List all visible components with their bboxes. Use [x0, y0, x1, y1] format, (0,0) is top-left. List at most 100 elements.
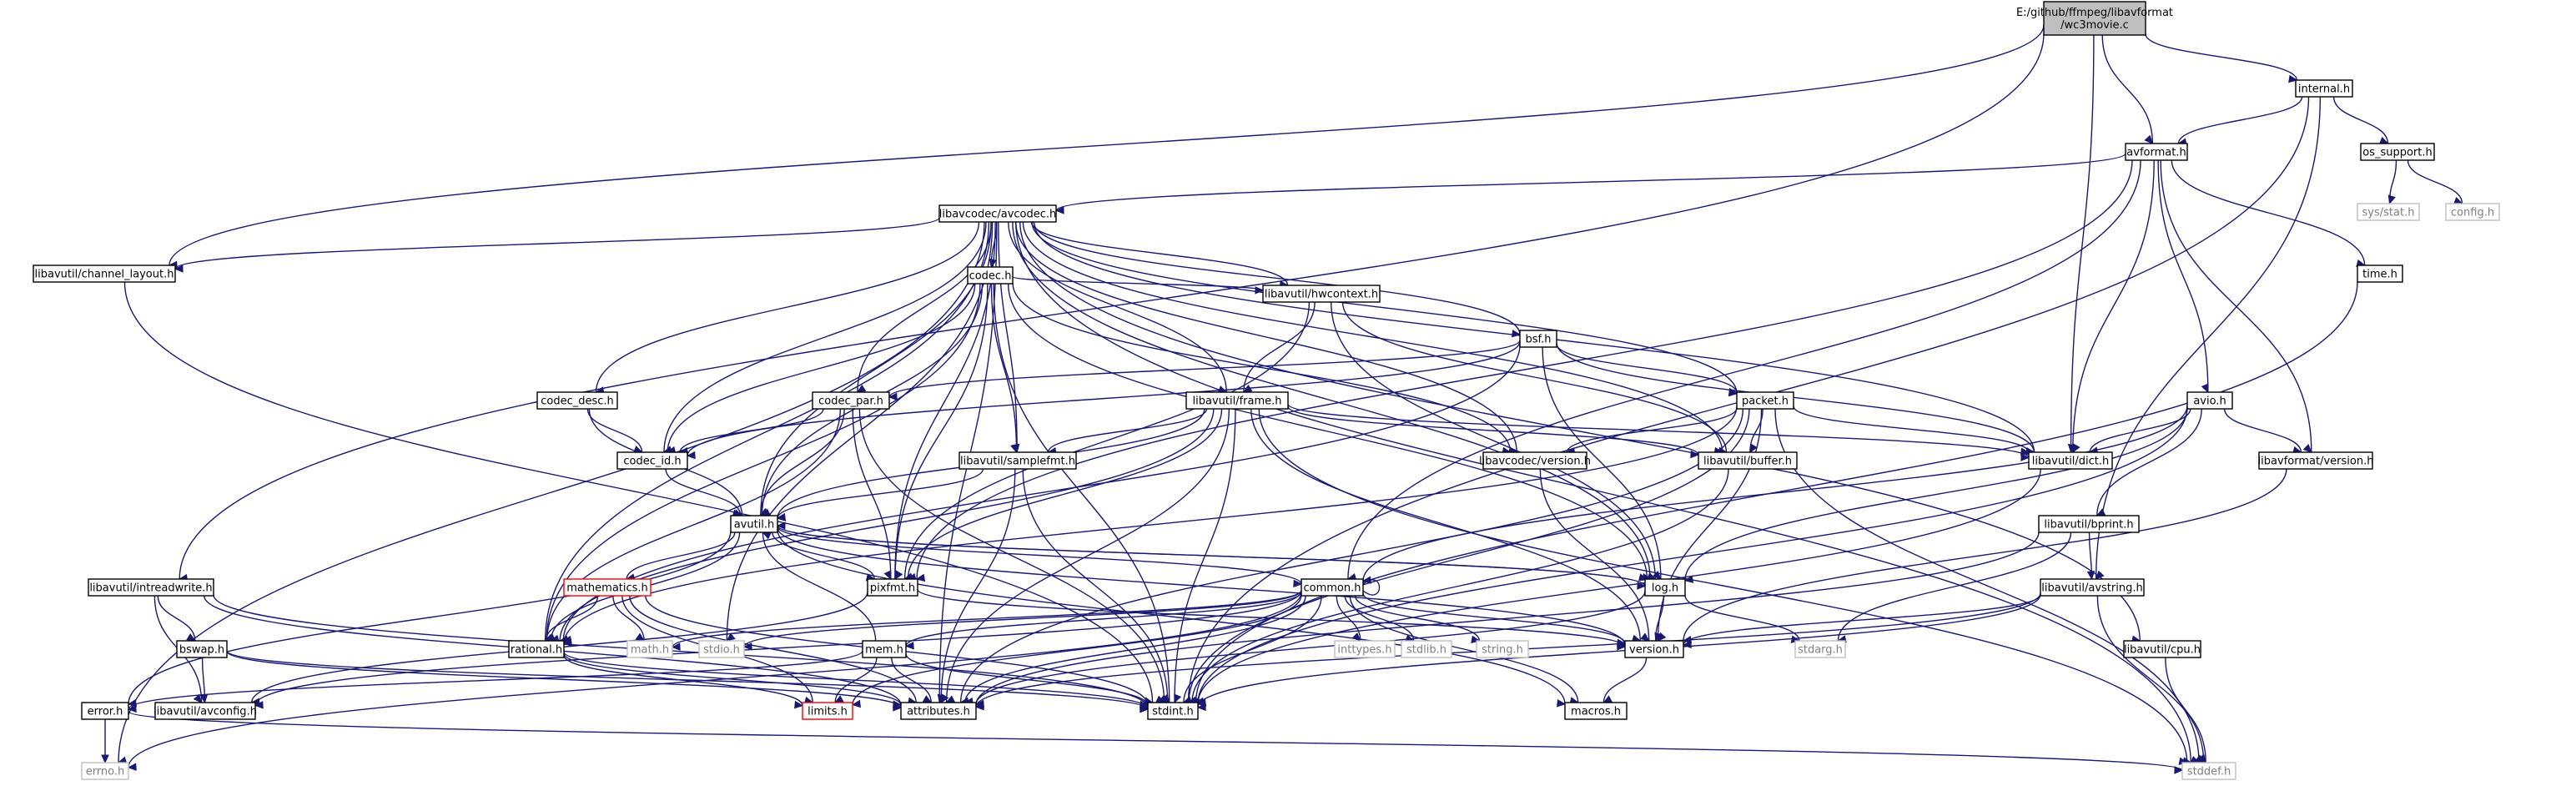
edge-avio-stdint — [1197, 407, 2188, 704]
edge-codec-stdint — [993, 283, 1170, 703]
node-bprint[interactable]: libavutil/bprint.h — [2038, 515, 2140, 533]
node-hwcontext[interactable]: libavutil/hwcontext.h — [1262, 285, 1381, 303]
edge-log-avutil — [777, 525, 1646, 587]
node-mathematics[interactable]: mathematics.h — [563, 578, 652, 597]
arrowhead-log-avutil — [776, 521, 786, 531]
node-intreadwrite[interactable]: libavutil/intreadwrite.h — [88, 578, 214, 597]
edge-avcodec-stddef — [1015, 221, 2191, 763]
edge-frame-dict — [1287, 403, 2030, 459]
edge-log-attributes — [975, 591, 1646, 705]
node-frame[interactable]: libavutil/frame.h — [1185, 391, 1289, 410]
node-avformat[interactable]: avformat.h — [2125, 143, 2188, 161]
edge-codec_id-avutil — [665, 468, 742, 516]
edge-avformat-pixfmt — [916, 159, 2133, 580]
node-box — [563, 578, 652, 597]
edge-common-string — [1354, 595, 1481, 642]
node-label: mathematics.h — [566, 582, 648, 595]
node-lavc-version[interactable]: libavcodec/version.h — [1479, 451, 1591, 470]
edge-bsf-dict — [1556, 343, 2035, 453]
node-attributes[interactable]: attributes.h — [900, 702, 977, 720]
node-box — [1262, 285, 1381, 303]
node-label: /wc3movie.c — [2060, 19, 2129, 32]
arrowhead-avio-bprint — [2096, 508, 2106, 516]
node-avconfig[interactable]: libavutil/avconfig.h — [153, 702, 257, 720]
node-box — [1698, 451, 1798, 470]
edge-bswap-attributes — [226, 650, 902, 708]
node-box — [81, 762, 129, 780]
node-label: stdarg.h — [1798, 644, 1843, 657]
node-bsf[interactable]: bsf.h — [1519, 330, 1557, 348]
node-common[interactable]: common.h — [1301, 578, 1364, 597]
edge-avio-lavf_version — [2223, 408, 2302, 453]
node-avstring[interactable]: libavutil/avstring.h — [2040, 578, 2145, 597]
node-samplefmt[interactable]: libavutil/samplefmt.h — [958, 451, 1077, 470]
node-avcodec[interactable]: libavcodec/avcodec.h — [938, 204, 1057, 223]
node-codec-id[interactable]: codec_id.h — [616, 451, 688, 470]
arrowhead-bsf-codec_par — [888, 392, 898, 401]
edge-samplefmt-avutil — [777, 468, 984, 519]
edge-hwcontext-buffer — [1341, 301, 1728, 453]
node-label: libavutil/channel_layout.h — [35, 269, 174, 281]
arrowhead-lavc_version-version — [1640, 632, 1650, 642]
edge-common-math — [672, 589, 1302, 648]
node-log[interactable]: log.h — [1644, 578, 1686, 597]
node-box — [1736, 391, 1794, 410]
arrowhead-frame-attributes — [945, 695, 956, 703]
node-cpu[interactable]: libavutil/cpu.h — [2123, 640, 2201, 658]
arrowhead-avstring-stdint — [1196, 703, 1206, 712]
node-internal[interactable]: internal.h — [2295, 79, 2353, 98]
node-os-support[interactable]: os_support.h — [2360, 143, 2435, 161]
node-rational[interactable]: rational.h — [508, 640, 565, 658]
edge-root-intreadwrite — [179, 33, 2045, 580]
node-mem[interactable]: mem.h — [862, 640, 907, 658]
node-box — [938, 204, 1057, 223]
node-label: inttypes.h — [1337, 644, 1391, 657]
node-dict[interactable]: libavutil/dict.h — [2028, 451, 2113, 470]
node-box — [2028, 451, 2113, 470]
edge-common-common — [1362, 579, 1381, 596]
node-box — [2043, 1, 2146, 36]
node-error[interactable]: error.h — [81, 702, 129, 720]
edge-avformat-avcodec — [1055, 153, 2126, 211]
node-limits[interactable]: limits.h — [802, 702, 853, 720]
node-buffer[interactable]: libavutil/buffer.h — [1698, 451, 1798, 470]
node-codec-desc[interactable]: codec_desc.h — [536, 391, 618, 410]
node-bswap[interactable]: bswap.h — [176, 640, 228, 658]
arrowhead-frame-dict — [2020, 453, 2030, 461]
node-chlayout[interactable]: libavutil/channel_layout.h — [33, 265, 176, 283]
node-avio[interactable]: avio.h — [2186, 391, 2233, 410]
node-root[interactable]: E:/github/ffmpeg/libavformat/wc3movie.c — [2016, 1, 2173, 36]
node-label: avformat.h — [2126, 147, 2186, 159]
arrowhead-codec-pixfmt — [894, 570, 903, 581]
node-pixfmt[interactable]: pixfmt.h — [867, 578, 918, 597]
edge-avformat-common — [1347, 159, 2141, 580]
node-codec-par[interactable]: codec_par.h — [812, 391, 890, 410]
edge-internal-os_support — [2332, 96, 2389, 144]
node-macros[interactable]: macros.h — [1564, 702, 1628, 720]
node-box — [1794, 640, 1846, 658]
arrowhead-mem-stdint — [1140, 700, 1150, 709]
node-stdint[interactable]: stdint.h — [1147, 702, 1199, 720]
edge-common-macros — [1349, 595, 1579, 703]
node-box — [2038, 515, 2140, 533]
edge-common-limits — [852, 595, 1302, 705]
edge-codec-samplefmt — [990, 283, 1018, 453]
edge-avcodec-log — [1012, 221, 1651, 580]
node-packet[interactable]: packet.h — [1736, 391, 1794, 410]
node-avutil[interactable]: avutil.h — [730, 515, 778, 533]
node-errno: errno.h — [81, 762, 129, 780]
edge-bsf-codec_par — [888, 340, 1521, 398]
edge-frame-stddef — [1258, 408, 2188, 763]
arrowhead-codec_par-avutil — [759, 507, 770, 516]
node-box — [2123, 640, 2201, 658]
edge-hwcontext-frame — [1243, 301, 1316, 393]
node-label: errno.h — [86, 766, 125, 778]
node-time[interactable]: time.h — [2357, 265, 2403, 283]
edge-root-avformat — [2101, 34, 2154, 144]
arrowhead-avutil-log — [1637, 582, 1647, 590]
node-codec[interactable]: codec.h — [967, 266, 1014, 285]
node-lavf-version[interactable]: libavformat/version.h — [2258, 451, 2374, 470]
arrowhead-packet-buffer — [1749, 443, 1758, 454]
node-version[interactable]: version.h — [1624, 640, 1684, 658]
